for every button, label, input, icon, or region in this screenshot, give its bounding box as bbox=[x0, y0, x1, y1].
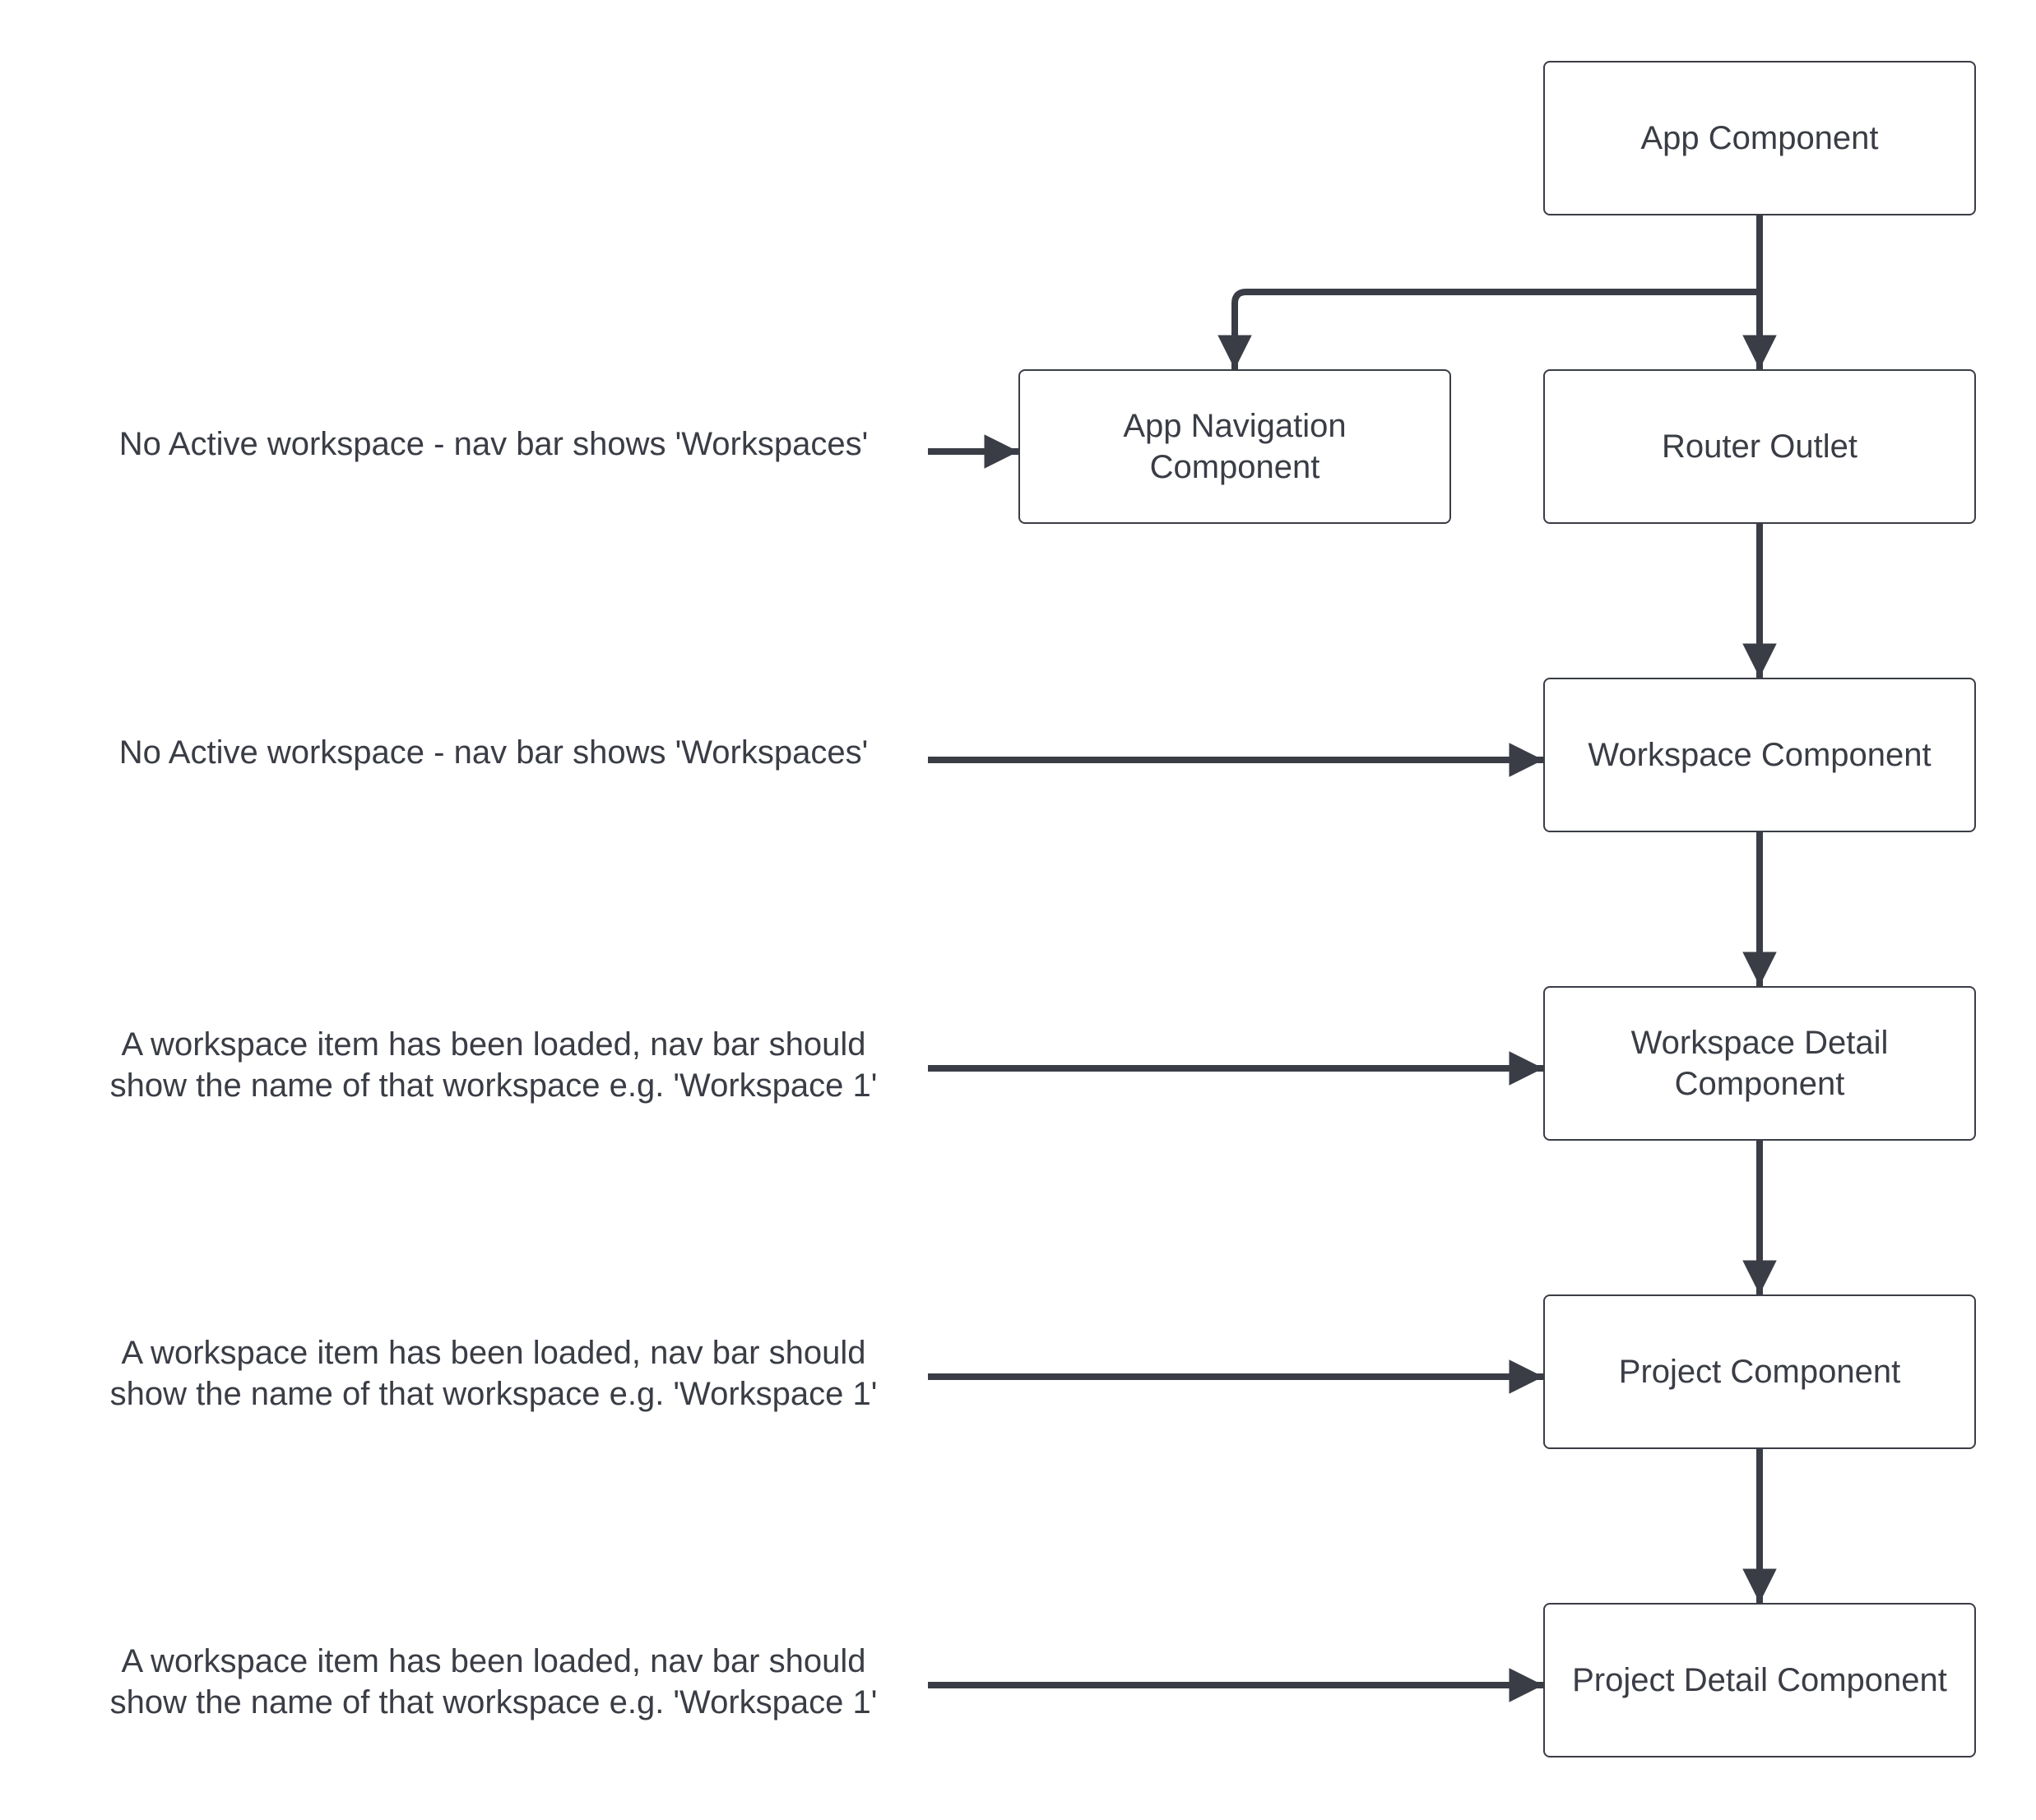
router-outlet-box: Router Outlet bbox=[1543, 369, 1976, 524]
nav-note: No Active workspace - nav bar shows 'Wor… bbox=[118, 426, 869, 462]
workspace-note: No Active workspace - nav bar shows 'Wor… bbox=[118, 734, 869, 771]
app-component-box: App Component bbox=[1543, 61, 1976, 215]
project-detail-component-box: Project Detail Component bbox=[1543, 1603, 1976, 1757]
project-component-box: Project Component bbox=[1543, 1294, 1976, 1449]
edge-app-to-nav bbox=[1217, 215, 1763, 369]
project-note: A workspace item has been loaded, nav ba… bbox=[109, 1335, 878, 1412]
project-detail-note: A workspace item has been loaded, nav ba… bbox=[109, 1643, 878, 1720]
app-navigation-component-box: App Navigation Component bbox=[1018, 369, 1451, 524]
workspace-detail-component-box: Workspace Detail Component bbox=[1543, 986, 1976, 1141]
workspace-component-box: Workspace Component bbox=[1543, 678, 1976, 832]
workspace-detail-note: A workspace item has been loaded, nav ba… bbox=[109, 1026, 878, 1104]
